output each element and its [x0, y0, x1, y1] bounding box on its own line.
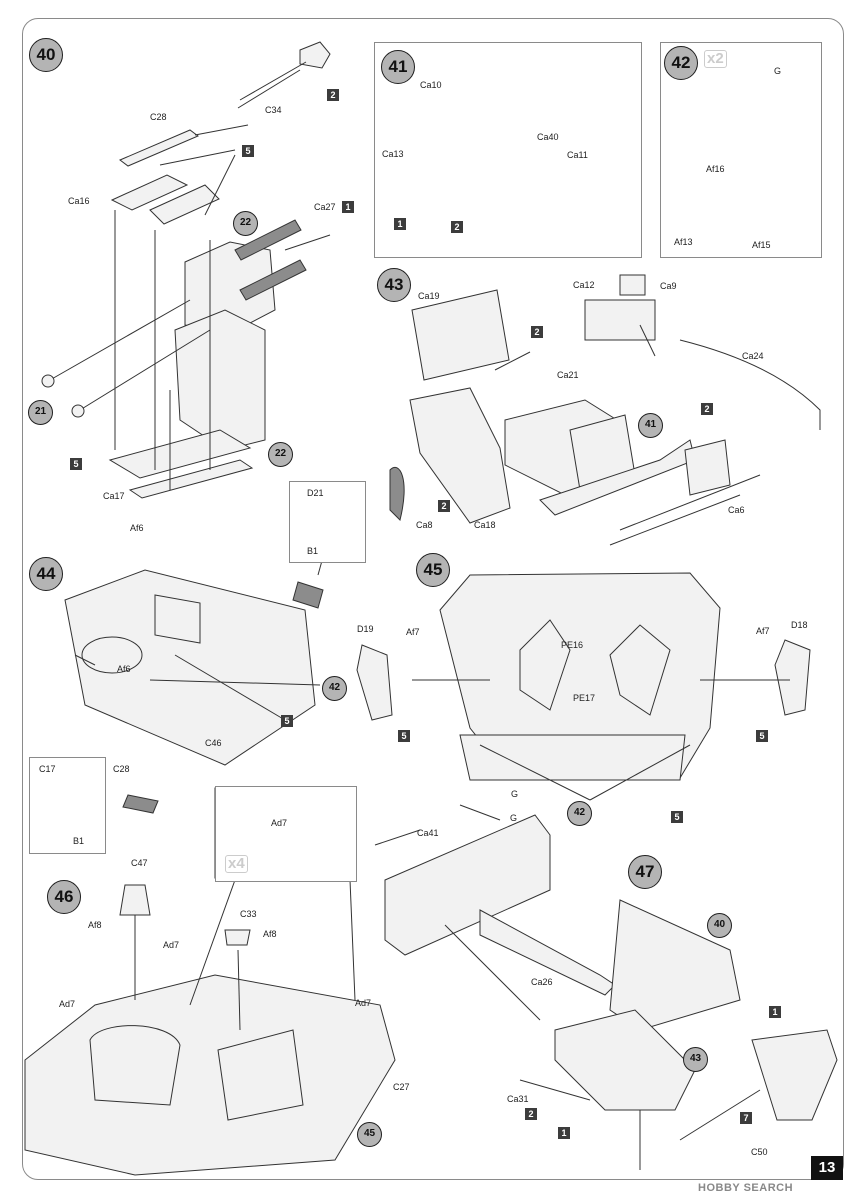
- part-label-ca17: Ca17: [103, 491, 125, 501]
- part-label-ca31: Ca31: [507, 1094, 529, 1104]
- part-label-c28: C28: [150, 112, 167, 122]
- part-label-af13: Af13: [674, 237, 693, 247]
- step-44-badge: 44: [29, 557, 63, 591]
- qty-marker-1: 1: [342, 201, 354, 213]
- part-label-af7: Af7: [406, 627, 420, 637]
- qty-marker-5-right: 5: [756, 730, 768, 742]
- qty-marker-2-left: 2: [438, 500, 450, 512]
- part-label-ca26: Ca26: [531, 977, 553, 987]
- ref-step-45: 45: [357, 1122, 382, 1147]
- part-label-ca12: Ca12: [573, 280, 595, 290]
- step44-drawing: [64, 531, 331, 814]
- qty-marker-5-left: 5: [398, 730, 410, 742]
- watermark: HOBBY SEARCH: [698, 1182, 794, 1194]
- part-label-c27: C27: [393, 1082, 410, 1092]
- part-label-ca19: Ca19: [418, 291, 440, 301]
- qty-marker-5-lower: 5: [70, 458, 82, 470]
- part-label-g: G: [774, 66, 782, 76]
- ref-step-21: 21: [28, 400, 53, 425]
- part-label-c46: C46: [205, 738, 222, 748]
- ref-step-43: 43: [683, 1047, 708, 1072]
- qty-marker-1: 1: [394, 218, 406, 230]
- step-46-badge: 46: [47, 880, 81, 914]
- ref-step-22: 22: [233, 211, 258, 236]
- qty-marker-2: 2: [525, 1108, 537, 1120]
- part-label-ca8: Ca8: [416, 520, 433, 530]
- part-label-c47: C47: [131, 858, 148, 868]
- part-label-ca18: Ca18: [474, 520, 496, 530]
- step47-drawing: [374, 804, 838, 1170]
- part-label-ca21: Ca21: [557, 370, 579, 380]
- part-label-d19: D19: [357, 624, 374, 634]
- qty-marker-5: 5: [281, 715, 293, 727]
- step-47-badge: 47: [628, 855, 662, 889]
- part-label-ad7-top: Ad7: [163, 940, 180, 950]
- step-46-detail-inset: [215, 786, 357, 882]
- step-44-inset-c17: [29, 757, 106, 854]
- part-label-d18: D18: [791, 620, 808, 630]
- step-41-box: [374, 42, 642, 258]
- qty-marker-2: 2: [531, 326, 543, 338]
- part-label-af6-inner: Af6: [117, 664, 131, 674]
- ref-step-22-lower: 22: [268, 442, 293, 467]
- part-label-ad7-right: Ad7: [355, 998, 372, 1008]
- part-label-g: G: [510, 813, 518, 823]
- qty-marker-2-right: 2: [701, 403, 713, 415]
- part-label-af7-right: Af7: [756, 626, 770, 636]
- ref-step-42: 42: [322, 676, 347, 701]
- part-label-af8-right: Af8: [263, 929, 277, 939]
- ref-step-40: 40: [707, 913, 732, 938]
- part-label-ca10: Ca10: [420, 80, 442, 90]
- qty-marker-2: 2: [327, 89, 339, 101]
- part-label-ca13: Ca13: [382, 149, 404, 159]
- part-label-b1-lower: B1: [73, 836, 85, 846]
- step-41-badge: 41: [381, 50, 415, 84]
- part-label-b1: B1: [307, 546, 319, 556]
- part-label-ca41: Ca41: [417, 828, 439, 838]
- step-43-badge: 43: [377, 268, 411, 302]
- step45-drawing: [356, 572, 811, 801]
- step-45-badge: 45: [416, 553, 450, 587]
- part-label-ca40: Ca40: [537, 132, 559, 142]
- part-label-ca9: Ca9: [660, 281, 677, 291]
- part-label-ca16: Ca16: [68, 196, 90, 206]
- part-label-c34: C34: [265, 105, 282, 115]
- part-label-c50: C50: [751, 1147, 768, 1157]
- part-label-af8: Af8: [88, 920, 102, 930]
- step40-drawing: [41, 41, 331, 499]
- step43-drawing: [389, 274, 821, 546]
- page-frame: [22, 18, 844, 1180]
- part-label-c17: C17: [39, 764, 56, 774]
- qty-marker-7: 7: [740, 1112, 752, 1124]
- ref-step-42: 42: [567, 801, 592, 826]
- qty-marker-5: 5: [242, 145, 254, 157]
- part-label-c28: C28: [113, 764, 130, 774]
- multiplier-badge: x2: [704, 50, 727, 68]
- part-label-ca27: Ca27: [314, 202, 336, 212]
- qty-marker-5-bottom: 5: [671, 811, 683, 823]
- qty-marker-2: 2: [451, 221, 463, 233]
- step-40-badge: 40: [29, 38, 63, 72]
- part-label-ad7-inset: Ad7: [271, 818, 288, 828]
- part-label-af15: Af15: [752, 240, 771, 250]
- multiplier-badge: x4: [225, 855, 248, 873]
- page-number: 13: [811, 1156, 843, 1180]
- part-label-af6: Af6: [130, 523, 144, 533]
- ref-step-41: 41: [638, 413, 663, 438]
- part-label-af16: Af16: [706, 164, 725, 174]
- step-42-badge: 42: [664, 46, 698, 80]
- part-label-d21: D21: [307, 488, 324, 498]
- part-label-g: G: [511, 789, 519, 799]
- part-label-c33: C33: [240, 909, 257, 919]
- part-label-ca11: Ca11: [567, 150, 588, 160]
- step-44-inset-d21: [289, 481, 366, 563]
- qty-marker-1: 1: [769, 1006, 781, 1018]
- qty-marker-1-lower: 1: [558, 1127, 570, 1139]
- part-label-ca24: Ca24: [742, 351, 764, 361]
- part-label-pe17: PE17: [573, 693, 596, 703]
- part-label-ca6: Ca6: [728, 505, 745, 515]
- part-label-pe16: PE16: [561, 640, 584, 650]
- part-label-ad7-left: Ad7: [59, 999, 76, 1009]
